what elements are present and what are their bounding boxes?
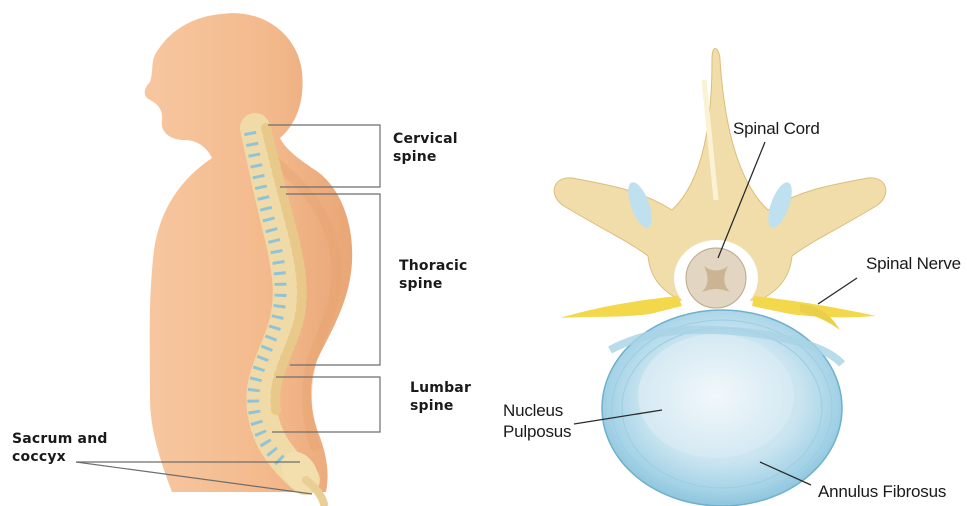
cervical-line-1: Cervical xyxy=(393,131,458,149)
thoracic-line-2: spine xyxy=(399,276,467,294)
lumbar-line-1: Lumbar xyxy=(410,380,471,398)
spinal-cord xyxy=(674,240,758,316)
cervical-line-2: spine xyxy=(393,149,458,167)
lumbar-spine-label: Lumbar spine xyxy=(410,380,471,415)
thoracic-spine-label: Thoracic spine xyxy=(399,258,467,293)
annulus-fibrosus-label: Annulus Fibrosus xyxy=(818,481,946,502)
human-torso xyxy=(145,13,352,492)
intervertebral-disc xyxy=(602,310,842,506)
spinal-cord-label: Spinal Cord xyxy=(733,118,820,139)
nucleus-line-2: Pulposus xyxy=(503,421,571,442)
spinal-nerve-label: Spinal Nerve xyxy=(866,253,961,274)
sacrum-line-2: coccyx xyxy=(12,449,108,467)
cervical-spine-label: Cervical spine xyxy=(393,131,458,166)
nucleus-line-1: Nucleus xyxy=(503,400,571,421)
sacrum-coccyx-label: Sacrum and coccyx xyxy=(12,431,108,466)
sacrum-line-1: Sacrum and xyxy=(12,431,108,449)
thoracic-line-1: Thoracic xyxy=(399,258,467,276)
lumbar-line-2: spine xyxy=(410,398,471,416)
nucleus-pulposus-label: Nucleus Pulposus xyxy=(503,400,571,443)
